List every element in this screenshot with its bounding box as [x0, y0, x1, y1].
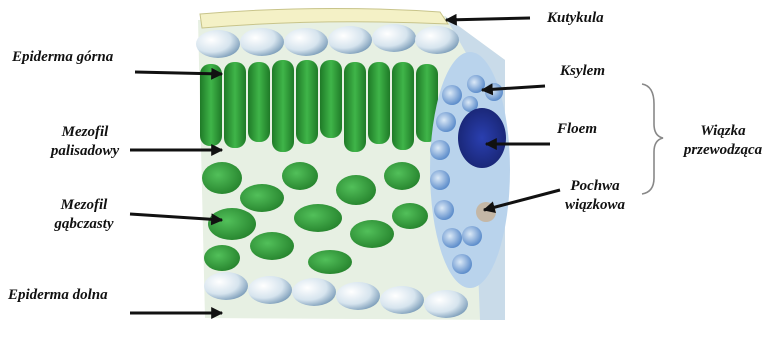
phloem [458, 108, 506, 168]
label-floem: Floem [557, 120, 597, 139]
label-pochwa-line1: Pochwa [545, 177, 645, 196]
label-epiderma-gorna: Epiderma górna [12, 48, 113, 67]
label-mezofil-gabczasty: Mezofil gąbczasty [24, 196, 144, 234]
label-mezofil-palisadowy-line2: palisadowy [20, 142, 150, 161]
label-wiazka-line2: przewodząca [664, 141, 782, 160]
label-mezofil-gabczasty-line1: Mezofil [24, 196, 144, 215]
label-mezofil-palisadowy-line1: Mezofil [20, 123, 150, 142]
label-pochwa-wiazkowa: Pochwa wiązkowa [545, 177, 645, 215]
label-pochwa-line2: wiązkowa [545, 196, 645, 215]
label-mezofil-palisadowy: Mezofil palisadowy [20, 123, 150, 161]
vascular-bundle [430, 52, 510, 288]
vascular-bundle-brace [642, 84, 663, 194]
label-epiderma-dolna: Epiderma dolna [8, 286, 108, 305]
label-wiazka-line1: Wiązka [664, 122, 782, 141]
label-kutykula: Kutykula [547, 9, 604, 28]
label-ksylem: Ksylem [560, 62, 605, 81]
label-mezofil-gabczasty-line2: gąbczasty [24, 215, 144, 234]
label-wiazka-przewodzaca: Wiązka przewodząca [664, 122, 782, 160]
